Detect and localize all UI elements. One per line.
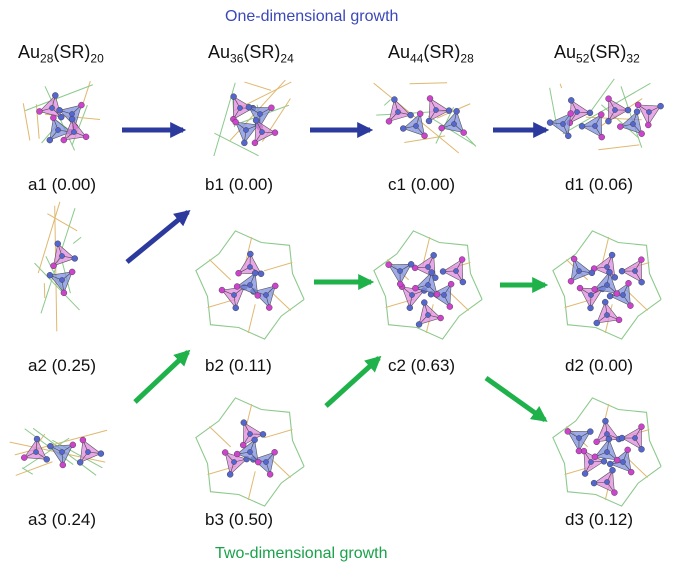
- column-title-au36: Au36(SR)24: [208, 42, 294, 66]
- label-a1: a1 (0.00): [28, 175, 96, 195]
- cluster-a1: [23, 81, 100, 150]
- label-c1: c1 (0.00): [388, 175, 455, 195]
- arrow-a3-b2: [135, 352, 188, 402]
- label-d1: d1 (0.06): [565, 175, 633, 195]
- label-d3: d3 (0.12): [565, 510, 633, 530]
- column-title-au28: Au28(SR)20: [18, 42, 104, 66]
- label-a2: a2 (0.25): [28, 356, 96, 376]
- label-a3: a3 (0.24): [28, 510, 96, 530]
- cluster-c1: [374, 83, 476, 153]
- cluster-b1: [214, 80, 291, 156]
- cluster-a3: [10, 428, 107, 475]
- cluster-d2: [553, 231, 661, 339]
- cluster-b3: [196, 398, 304, 506]
- label-b2: b2 (0.11): [205, 356, 272, 376]
- banner-two-dimensional: Two-dimensional growth: [215, 545, 388, 563]
- arrow-c2-d3: [486, 378, 545, 420]
- label-b1: b1 (0.00): [205, 175, 273, 195]
- column-title-au52: Au52(SR)32: [554, 42, 640, 66]
- column-title-au44: Au44(SR)28: [388, 42, 474, 66]
- label-d2: d2 (0.00): [565, 356, 633, 376]
- cluster-d1: [547, 79, 664, 150]
- banner-one-dimensional: One-dimensional growth: [225, 8, 398, 26]
- label-b3: b3 (0.50): [205, 510, 273, 530]
- arrow-b3-c2: [326, 358, 379, 406]
- arrow-a2-b1: [127, 212, 188, 262]
- cluster-d3: [553, 398, 661, 506]
- cluster-a2: [34, 202, 81, 332]
- cluster-c2: [374, 231, 482, 339]
- label-c2: c2 (0.63): [388, 356, 455, 376]
- cluster-b2: [196, 231, 304, 339]
